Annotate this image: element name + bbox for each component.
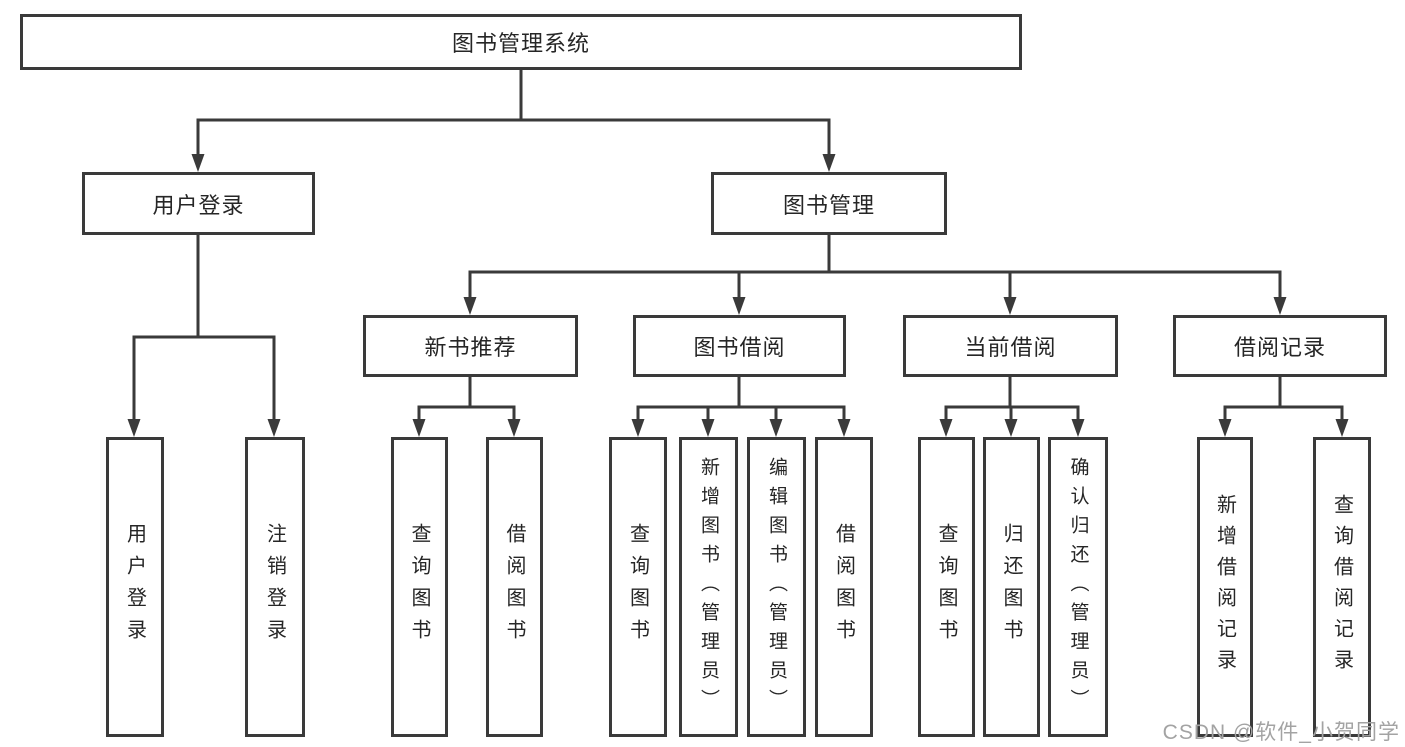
connector-new-book-children bbox=[412, 375, 521, 437]
arrowhead-icon bbox=[1273, 297, 1287, 315]
connector-current-borrow-children bbox=[939, 375, 1085, 437]
node-new-book-recommend: 新书推荐 bbox=[363, 315, 578, 377]
connector-root-to-level2 bbox=[191, 68, 836, 172]
connector-book-borrow-children bbox=[631, 375, 851, 437]
leaf-borrow-books: 借阅图书 bbox=[815, 437, 873, 737]
csdn-watermark: CSDN @软件_小贺同学 bbox=[1162, 721, 1400, 744]
connector-book-management-children bbox=[463, 233, 1287, 315]
leaf-logout: 注销登录 bbox=[245, 437, 305, 737]
leaf-query-books-borrow: 查询图书 bbox=[609, 437, 667, 737]
arrowhead-icon bbox=[267, 419, 281, 437]
arrowhead-icon bbox=[939, 419, 953, 437]
arrowhead-icon bbox=[837, 419, 851, 437]
leaf-return-books: 归还图书 bbox=[983, 437, 1040, 737]
arrowhead-icon bbox=[732, 297, 746, 315]
arrowhead-icon bbox=[1003, 297, 1017, 315]
arrowhead-icon bbox=[1218, 419, 1232, 437]
arrowhead-icon bbox=[191, 154, 205, 172]
node-user-login: 用户登录 bbox=[82, 172, 315, 235]
node-book-borrow: 图书借阅 bbox=[633, 315, 846, 377]
connector-borrow-records-children bbox=[1218, 375, 1349, 437]
leaf-query-books-recommend: 查询图书 bbox=[391, 437, 448, 737]
leaf-borrow-books-recommend: 借阅图书 bbox=[486, 437, 543, 737]
node-borrow-records: 借阅记录 bbox=[1173, 315, 1387, 377]
arrowhead-icon bbox=[822, 154, 836, 172]
arrowhead-icon bbox=[412, 419, 426, 437]
arrowhead-icon bbox=[463, 297, 477, 315]
arrowhead-icon bbox=[507, 419, 521, 437]
connector-user-login-children bbox=[127, 233, 281, 437]
node-book-management: 图书管理 bbox=[711, 172, 947, 235]
arrowhead-icon bbox=[1004, 419, 1018, 437]
arrowhead-icon bbox=[1335, 419, 1349, 437]
arrowhead-icon bbox=[1071, 419, 1085, 437]
node-root: 图书管理系统 bbox=[20, 14, 1022, 70]
arrowhead-icon bbox=[631, 419, 645, 437]
leaf-add-book-admin: 新增图书（管理员） bbox=[679, 437, 738, 737]
leaf-query-borrow-record: 查询借阅记录 bbox=[1313, 437, 1371, 737]
leaf-query-books-current: 查询图书 bbox=[918, 437, 975, 737]
leaf-edit-book-admin: 编辑图书（管理员） bbox=[747, 437, 806, 737]
arrowhead-icon bbox=[769, 419, 783, 437]
leaf-user-login: 用户登录 bbox=[106, 437, 164, 737]
arrowhead-icon bbox=[701, 419, 715, 437]
node-current-borrow: 当前借阅 bbox=[903, 315, 1118, 377]
arrowhead-icon bbox=[127, 419, 141, 437]
leaf-add-borrow-record: 新增借阅记录 bbox=[1197, 437, 1253, 737]
leaf-confirm-return-admin: 确认归还（管理员） bbox=[1048, 437, 1108, 737]
